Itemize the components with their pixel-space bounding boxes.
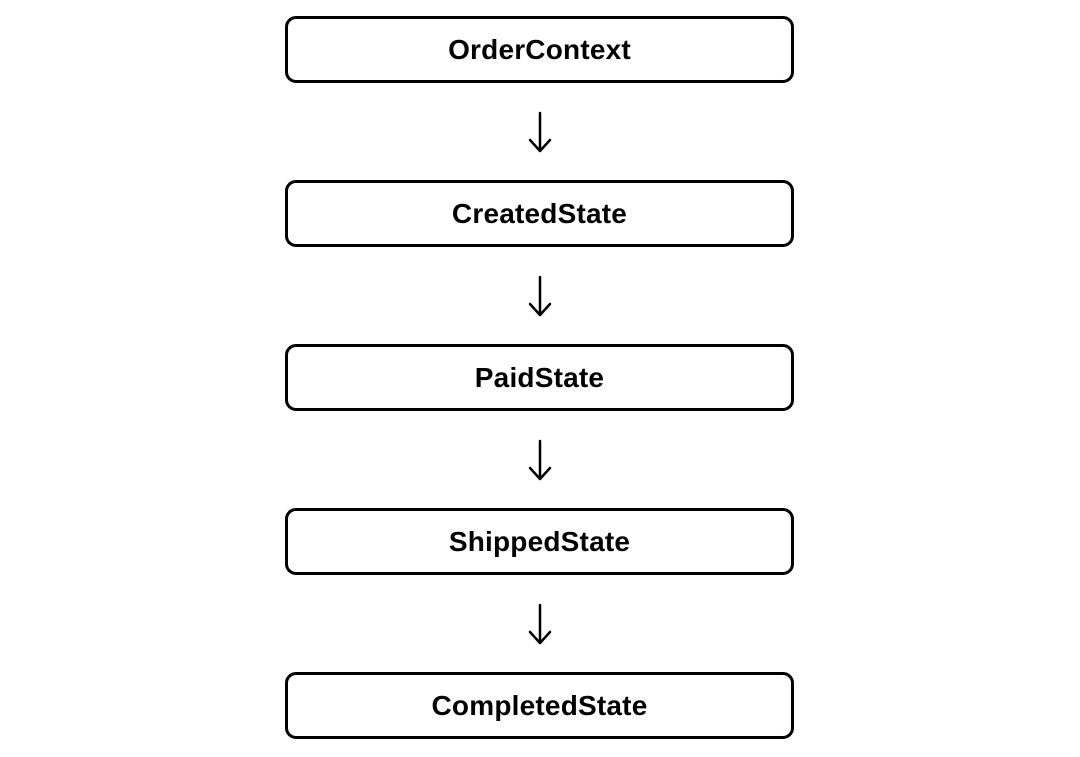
arrow-down-icon [528, 603, 552, 645]
node-order-context: OrderContext [285, 16, 794, 83]
node-label: CompletedState [431, 689, 648, 721]
node-shipped-state: ShippedState [285, 508, 794, 575]
arrow-down-icon [528, 111, 552, 153]
node-created-state: CreatedState [285, 180, 794, 247]
arrow-down-icon [528, 275, 552, 317]
node-label: PaidState [474, 361, 605, 393]
node-completed-state: CompletedState [285, 672, 794, 739]
node-label: ShippedState [448, 525, 631, 557]
node-paid-state: PaidState [285, 344, 794, 411]
node-label: CreatedState [451, 197, 628, 229]
arrow-down-icon [528, 439, 552, 481]
node-label: OrderContext [448, 33, 631, 65]
